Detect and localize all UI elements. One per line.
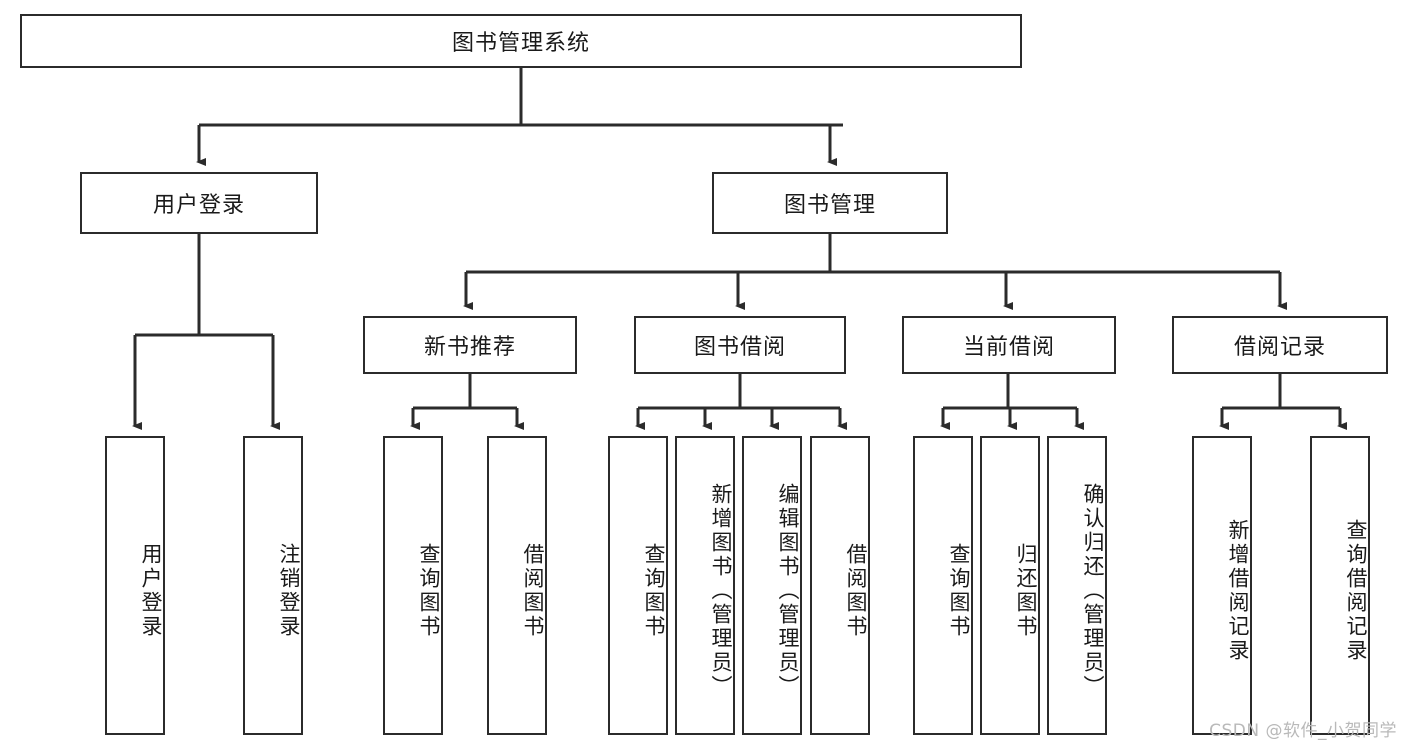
node-new-book-recommend[interactable]: 新书推荐 — [363, 316, 577, 374]
node-book-manage[interactable]: 图书管理 — [712, 172, 948, 234]
leaf-newbook-query-book[interactable]: 查询图书 — [383, 436, 443, 735]
leaf-current-query-book-label: 查询图书 — [947, 542, 971, 639]
leaf-newbook-query-book-label: 查询图书 — [417, 542, 441, 639]
leaf-borrow-query-book-label: 查询图书 — [642, 542, 666, 639]
node-book-manage-label: 图书管理 — [783, 193, 876, 218]
node-root[interactable]: 图书管理系统 — [20, 14, 1022, 68]
leaf-record-query-record-label: 查询借阅记录 — [1344, 518, 1368, 663]
node-borrow-record-label: 借阅记录 — [1233, 335, 1326, 360]
leaf-current-return-book-label: 归还图书 — [1014, 542, 1038, 639]
leaf-borrow-edit-book-label: 编辑图书（管理员） — [776, 482, 800, 699]
node-book-borrow[interactable]: 图书借阅 — [634, 316, 846, 374]
node-root-label: 图书管理系统 — [451, 31, 590, 56]
leaf-record-add-record-label: 新增借阅记录 — [1226, 518, 1250, 663]
leaf-borrow-add-book[interactable]: 新增图书（管理员） — [675, 436, 735, 735]
leaf-borrow-borrow-book[interactable]: 借阅图书 — [810, 436, 870, 735]
node-book-borrow-label: 图书借阅 — [693, 335, 786, 360]
leaf-borrow-borrow-book-label: 借阅图书 — [844, 542, 868, 639]
leaf-logout[interactable]: 注销登录 — [243, 436, 303, 735]
node-borrow-record[interactable]: 借阅记录 — [1172, 316, 1388, 374]
node-current-borrow-label: 当前借阅 — [962, 335, 1055, 360]
node-new-book-recommend-label: 新书推荐 — [423, 335, 516, 360]
leaf-newbook-borrow-book[interactable]: 借阅图书 — [487, 436, 547, 735]
leaf-user-login-label: 用户登录 — [139, 542, 163, 639]
leaf-borrow-add-book-label: 新增图书（管理员） — [709, 482, 733, 699]
node-user-login[interactable]: 用户登录 — [80, 172, 318, 234]
node-current-borrow[interactable]: 当前借阅 — [902, 316, 1116, 374]
leaf-record-query-record[interactable]: 查询借阅记录 — [1310, 436, 1370, 735]
leaf-borrow-edit-book[interactable]: 编辑图书（管理员） — [742, 436, 802, 735]
leaf-record-add-record[interactable]: 新增借阅记录 — [1192, 436, 1252, 735]
node-user-login-label: 用户登录 — [152, 193, 245, 218]
leaf-logout-label: 注销登录 — [277, 542, 301, 639]
leaf-current-query-book[interactable]: 查询图书 — [913, 436, 973, 735]
leaf-current-confirm-return[interactable]: 确认归还（管理员） — [1047, 436, 1107, 735]
leaf-borrow-query-book[interactable]: 查询图书 — [608, 436, 668, 735]
watermark: CSDN @软件_小贺同学 — [1209, 721, 1397, 741]
leaf-current-confirm-return-label: 确认归还（管理员） — [1081, 482, 1105, 699]
leaf-user-login[interactable]: 用户登录 — [105, 436, 165, 735]
leaf-newbook-borrow-book-label: 借阅图书 — [521, 542, 545, 639]
leaf-current-return-book[interactable]: 归还图书 — [980, 436, 1040, 735]
